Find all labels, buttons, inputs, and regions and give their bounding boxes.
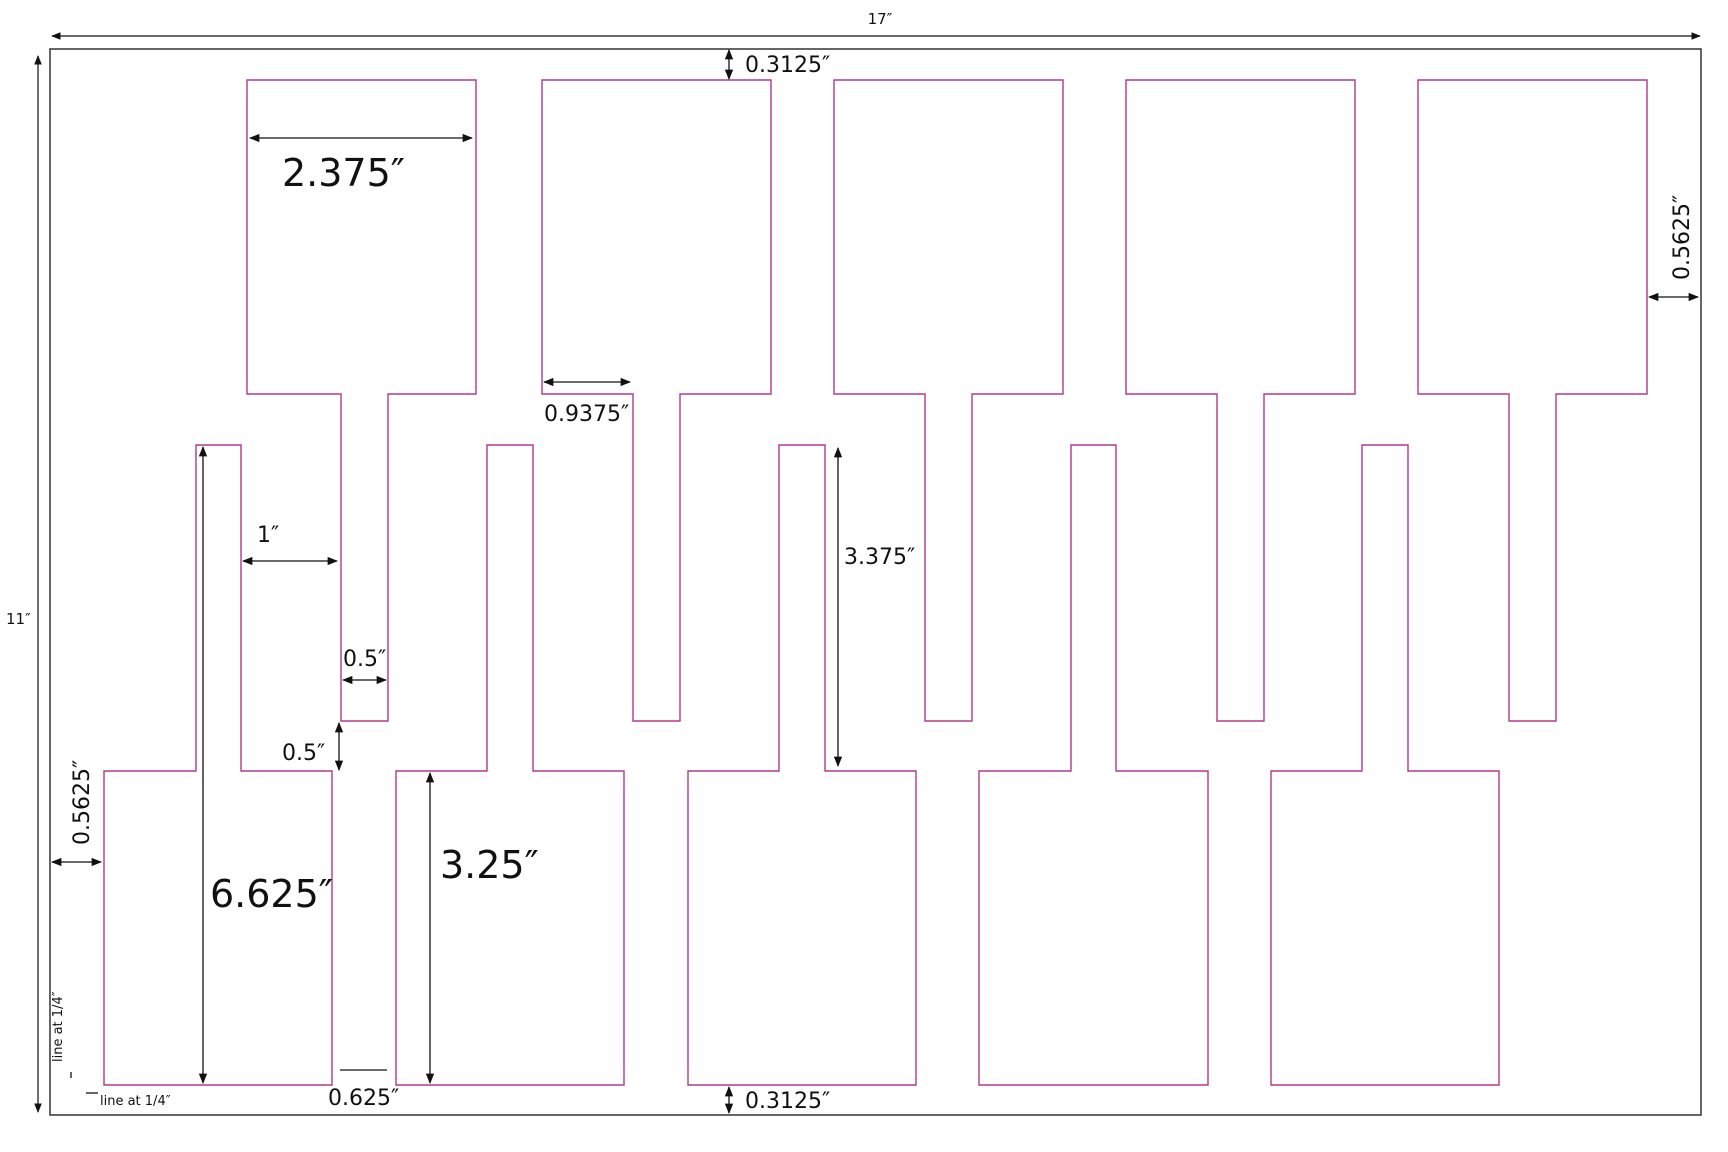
top-margin-label: 0.3125″ <box>745 53 830 78</box>
handle-offset-label: 0.9375″ <box>544 402 629 427</box>
top-paddle-1 <box>246 79 477 722</box>
total-length-label: 6.625″ <box>210 872 333 916</box>
top-paddle-3 <box>833 79 1064 722</box>
bottom-paddle-5 <box>1270 444 1500 1086</box>
top-paddle-2 <box>541 79 772 722</box>
paddle-shapes <box>103 79 1648 1086</box>
shoulder-label: 1″ <box>257 523 279 548</box>
bleed-line-vertical-label: line at 1/4″ <box>51 991 66 1062</box>
paddle-gap-label: 0.625″ <box>328 1086 399 1111</box>
sheet-height-label: 11″ <box>6 610 31 628</box>
bottom-paddle-1 <box>103 444 333 1086</box>
sheet-width-label: 17″ <box>868 10 893 28</box>
top-paddle-5 <box>1417 79 1648 722</box>
top-paddle-4 <box>1125 79 1356 722</box>
handle-gap-label: 0.5″ <box>282 741 325 766</box>
bottom-paddle-3 <box>687 444 917 1086</box>
left-margin-label: 0.5625″ <box>70 760 95 845</box>
bleed-line-horizontal-label: line at 1/4″ <box>100 1094 171 1109</box>
handle-length-label: 3.375″ <box>844 545 915 570</box>
right-margin-label: 0.5625″ <box>1670 195 1695 280</box>
sheet-border <box>49 48 1702 1116</box>
handle-width-label: 0.5″ <box>343 647 386 672</box>
bottom-paddle-4 <box>978 444 1209 1086</box>
paddle-width-label: 2.375″ <box>282 151 405 195</box>
paddle-height-label: 3.25″ <box>440 843 539 887</box>
bottom-paddle-2 <box>395 444 625 1086</box>
bottom-margin-label: 0.3125″ <box>745 1089 830 1114</box>
